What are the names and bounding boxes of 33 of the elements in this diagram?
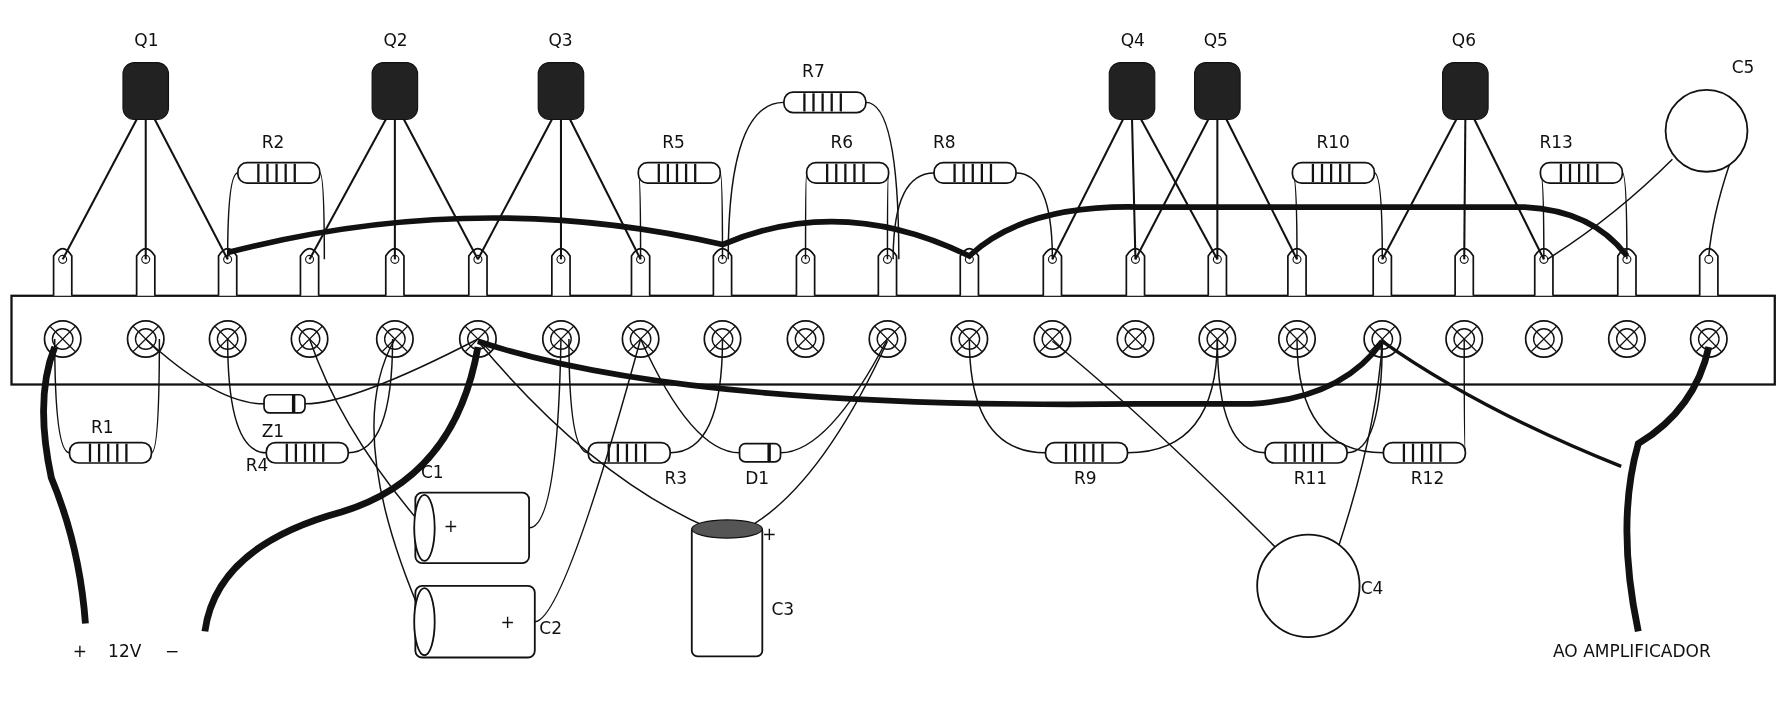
part-label: C4 <box>1360 580 1384 598</box>
part-label: R10 <box>1316 134 1350 152</box>
part-label: C2 <box>539 620 562 638</box>
part-label: R5 <box>662 134 685 152</box>
part-label: Q1 <box>134 31 159 49</box>
part-label: C1 <box>420 464 444 482</box>
part-label: Q5 <box>1203 31 1228 49</box>
part-label: R12 <box>1410 469 1445 487</box>
polarity-mark: + <box>762 525 777 543</box>
part-label: R3 <box>664 469 688 487</box>
part-label: R7 <box>802 62 825 80</box>
part-label: R9 <box>1074 469 1097 487</box>
terminal-label: AO AMPLIFICADOR <box>1553 642 1711 660</box>
part-label: R1 <box>91 418 114 436</box>
part-label: R8 <box>932 134 956 152</box>
polarity-mark: − <box>164 642 180 660</box>
part-label: R6 <box>830 134 854 152</box>
part-label: R11 <box>1293 469 1328 487</box>
part-label: R2 <box>261 134 285 152</box>
part-label: Z1 <box>261 423 285 441</box>
part-label: R13 <box>1539 134 1573 152</box>
part-label: Q6 <box>1451 31 1476 49</box>
polarity-mark: + <box>500 614 515 632</box>
part-label: R4 <box>245 457 269 475</box>
part-label: C3 <box>771 600 795 618</box>
polarity-mark: + <box>72 642 88 660</box>
part-label: D1 <box>745 469 770 487</box>
polarity-mark: + <box>443 517 458 535</box>
part-label: Q3 <box>548 31 573 49</box>
part-label: Q2 <box>383 31 408 49</box>
terminal-label: 12V <box>108 642 142 660</box>
part-label: C5 <box>1731 59 1755 77</box>
part-label: Q4 <box>1120 31 1145 49</box>
